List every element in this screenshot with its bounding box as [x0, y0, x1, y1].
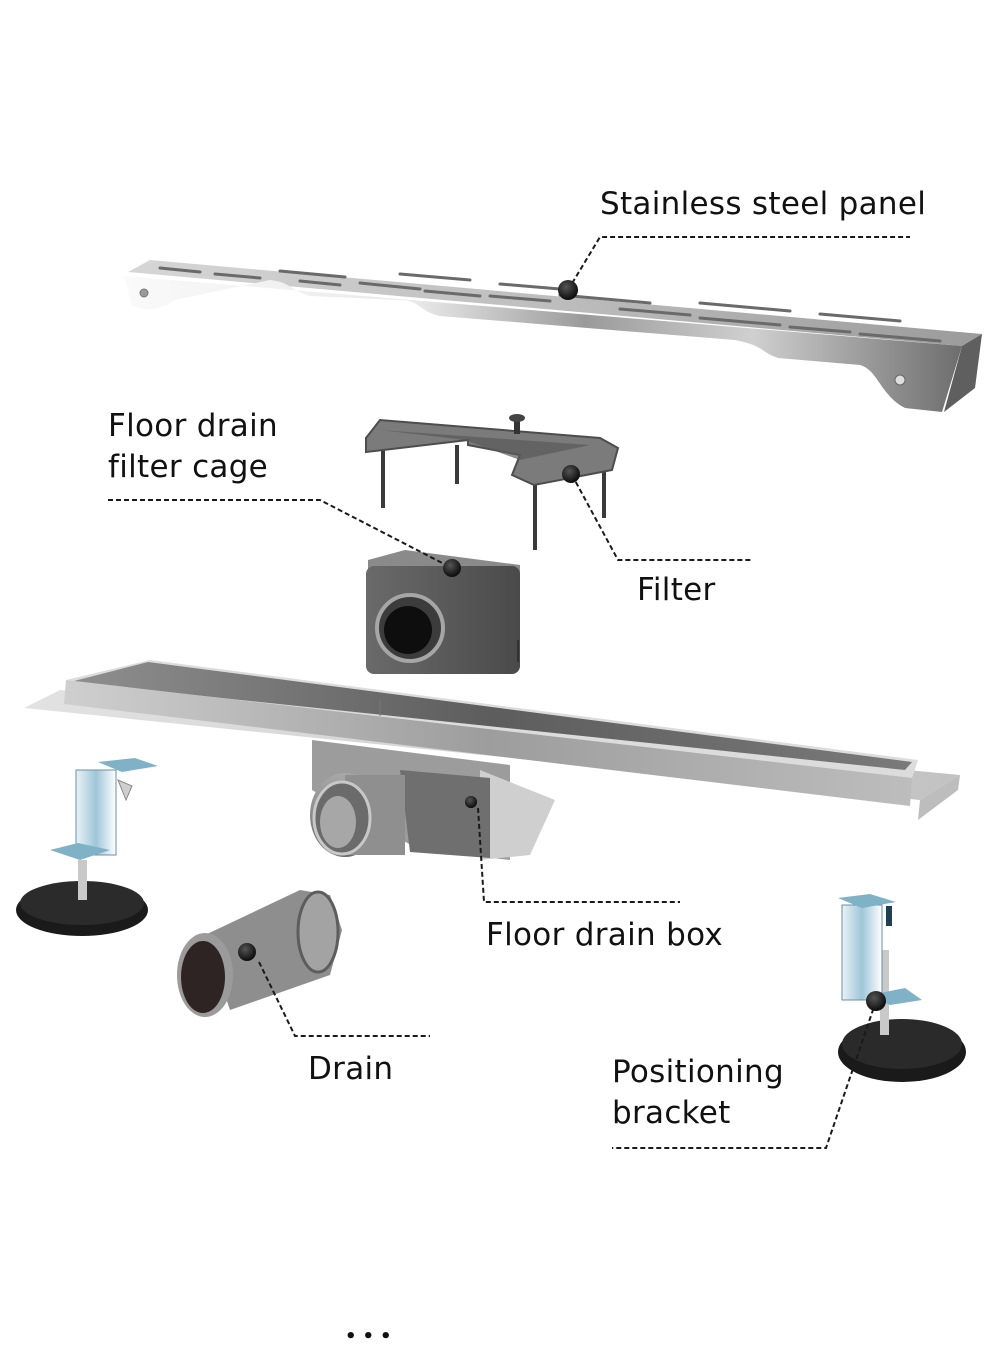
leader-positioning-bracket — [612, 1000, 877, 1149]
leader-floor-drain-box — [477, 807, 680, 903]
channel-flange-far — [918, 775, 960, 820]
drain-box-front — [400, 770, 490, 858]
panel-screw-hole-right — [894, 374, 906, 386]
marker-floor-drain-box — [465, 796, 477, 808]
label-floor-drain-box: Floor drain box — [486, 917, 724, 953]
drain-pipe-opening — [181, 941, 225, 1013]
panel-top-face — [128, 260, 982, 346]
bracket-top-plate-left — [98, 758, 158, 772]
positioning-bracket-right — [838, 894, 966, 1082]
marker-drain — [238, 943, 256, 961]
floor-drain-channel — [24, 660, 960, 820]
filter-frame — [365, 418, 620, 487]
filter-knob — [509, 414, 525, 422]
marker-floor-drain-filter-cage — [443, 559, 461, 577]
marker-positioning-bracket — [866, 991, 886, 1011]
cage-outlet-inner — [384, 606, 432, 654]
drain-part — [177, 890, 342, 1017]
filter-legs — [381, 440, 606, 550]
drain-pipe-collar — [296, 890, 340, 974]
leader-floor-drain-filter-cage — [108, 499, 451, 568]
label-positioning-bracket-line-1: Positioning — [612, 1054, 784, 1090]
floor-drain-box-part — [310, 740, 555, 860]
panel-end-face — [944, 334, 982, 412]
callout-dots — [238, 280, 886, 1011]
footer-dots: ••• — [345, 1326, 398, 1347]
stainless-steel-panel — [124, 260, 982, 412]
bracket-slot-right — [886, 906, 892, 926]
label-floor-drain-filter-cage: Floor drain filter cage — [108, 406, 278, 488]
leader-stainless-steel-panel — [567, 236, 910, 291]
channel-inner-wall — [70, 662, 912, 770]
bracket-stud-left — [78, 860, 87, 900]
bracket-top-plate-right — [838, 894, 896, 908]
panel-slots — [158, 266, 942, 343]
label-floor-drain-filter-cage-line-1: Floor drain — [108, 408, 278, 444]
bracket-foot-plate-left — [50, 843, 110, 860]
drain-box-side — [480, 770, 555, 860]
filter-part — [365, 414, 620, 550]
callout-lines — [108, 236, 910, 1149]
filter-knob-stem — [514, 418, 520, 434]
bracket-body-left — [75, 769, 117, 856]
bracket-base-right-top — [842, 1019, 962, 1069]
positioning-bracket-left — [16, 758, 158, 936]
floor-drain-filter-cage-part — [366, 550, 520, 674]
label-stainless-steel-panel: Stainless steel panel — [600, 186, 927, 222]
channel-front-wall — [64, 680, 912, 806]
bracket-wingnut-left — [117, 779, 133, 802]
leader-drain — [258, 961, 430, 1037]
label-floor-drain-filter-cage-line-2: filter cage — [108, 449, 269, 485]
marker-stainless-steel-panel — [558, 280, 578, 300]
filter-inner — [380, 430, 590, 460]
marker-filter — [562, 465, 580, 483]
label-positioning-bracket: Positioning bracket — [612, 1052, 784, 1134]
panel-side-face — [124, 276, 962, 412]
bracket-base-left-top — [20, 881, 144, 925]
bracket-body-right — [841, 904, 883, 1001]
label-drain: Drain — [308, 1051, 394, 1087]
label-positioning-bracket-line-2: bracket — [612, 1095, 731, 1131]
leader-filter — [571, 474, 752, 561]
drain-box-pipe-inner — [320, 796, 356, 848]
label-filter: Filter — [637, 572, 716, 608]
panel-screw-hole-left — [139, 288, 149, 298]
